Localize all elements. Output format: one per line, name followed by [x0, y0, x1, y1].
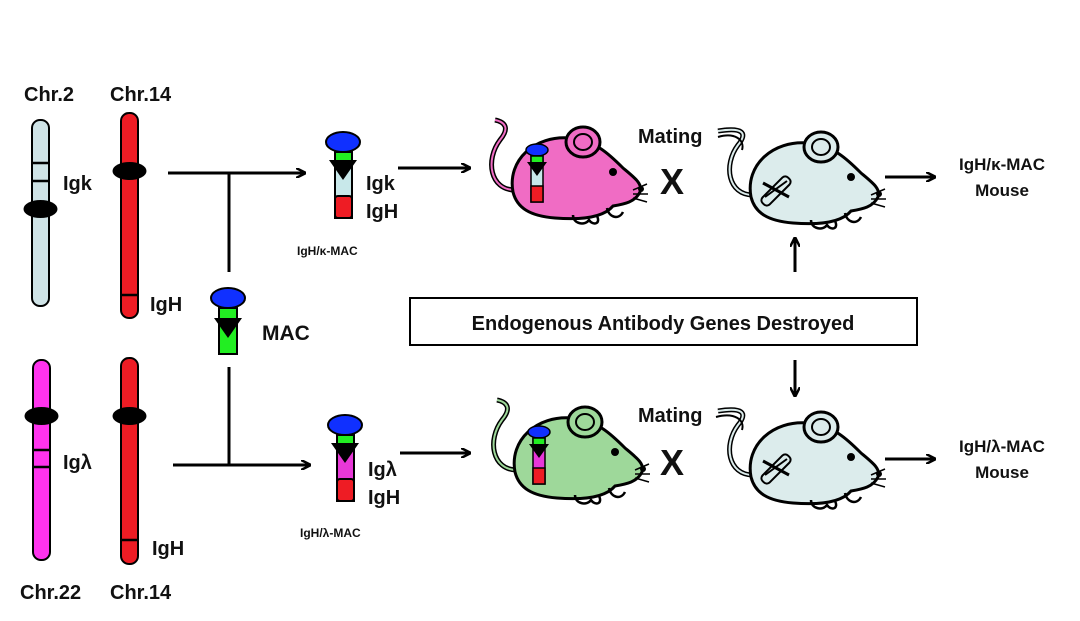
chr14-top-label: Chr.14	[110, 84, 172, 106]
pink-mouse-icon	[489, 117, 648, 225]
gray-knockout-mouse-top-icon	[717, 127, 886, 230]
iglambda-chr-label: Igλ	[63, 452, 92, 474]
igh-lambda-mac-icon	[327, 414, 363, 502]
chr22-label: Chr.22	[20, 582, 81, 604]
top-mating-label: Mating	[638, 126, 702, 148]
chr14-bottom-label: Chr.14	[110, 582, 172, 604]
bottom-mac-label-1: Igλ	[368, 459, 397, 481]
igh-kappa-mac-icon	[325, 131, 361, 219]
top-cross-icon: X	[660, 161, 684, 202]
bottom-cross-icon: X	[660, 442, 684, 483]
igh-bottom-chr-label: IgH	[152, 538, 184, 560]
chromosome-2-icon	[23, 119, 58, 307]
mac-vector-icon	[210, 287, 246, 355]
bottom-mac-label-2: IgH	[368, 487, 400, 509]
chromosome-14-bottom-icon	[112, 357, 147, 565]
green-mouse-icon	[491, 397, 650, 505]
center-box-text: Endogenous Antibody Genes Destroyed	[472, 313, 855, 335]
top-mac-label-2: IgH	[366, 201, 398, 223]
top-mating-tail-line	[717, 134, 744, 151]
top-result-line2: Mouse	[975, 181, 1029, 200]
bottom-result-line2: Mouse	[975, 463, 1029, 482]
chromosome-14-top-icon	[112, 112, 147, 319]
top-mac-label-1: Igk	[366, 173, 396, 195]
gray-knockout-mouse-bottom-icon	[717, 407, 886, 510]
center-box	[409, 297, 918, 346]
bottom-mating-label: Mating	[638, 405, 702, 427]
bottom-mac-caption: IgH/λ-MAC	[300, 526, 361, 540]
igk-chr-label: Igk	[63, 173, 93, 195]
bottom-result-line1: IgH/λ-MAC	[959, 437, 1045, 456]
top-result-line1: IgH/κ-MAC	[959, 155, 1045, 174]
chromosome-22-icon	[24, 359, 59, 561]
mac-label: MAC	[262, 322, 310, 345]
igh-top-chr-label: IgH	[150, 294, 182, 316]
chr2-label: Chr.2	[24, 84, 74, 106]
top-mac-caption: IgH/κ-MAC	[297, 244, 358, 258]
bottom-mating-tail-line	[715, 414, 744, 431]
